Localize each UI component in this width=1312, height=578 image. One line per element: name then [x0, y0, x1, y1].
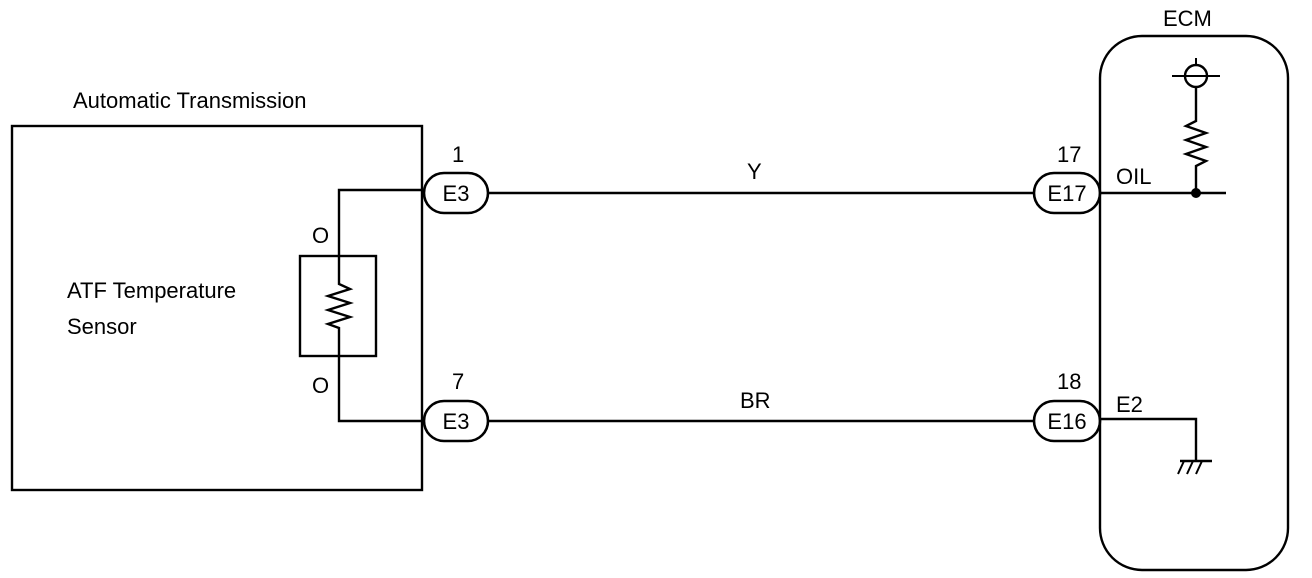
- sensor-label-line1: ATF Temperature: [67, 278, 236, 303]
- ground-icon: [1177, 459, 1212, 475]
- connector-e3-bottom-code: E3: [443, 409, 470, 434]
- sensor-wire-color-top: O: [312, 223, 329, 248]
- ecm-block: ECM OIL E2: [1098, 6, 1290, 572]
- connector-e16-code: E16: [1047, 409, 1086, 434]
- thermistor-resistor-symbol: [324, 256, 354, 356]
- pin-18-label: 18: [1057, 369, 1081, 394]
- sensor-lead-top: [337, 188, 428, 256]
- automatic-transmission-title: Automatic Transmission: [73, 88, 307, 113]
- pin-1-label: 1: [452, 142, 464, 167]
- circuit-top: Y E3 1 E17 17: [422, 142, 1102, 215]
- connector-e17: E17: [1032, 171, 1102, 215]
- connector-e16: E16: [1032, 399, 1102, 443]
- pullup-resistor-symbol: [1182, 88, 1210, 193]
- ecm-e2-line: [1100, 417, 1198, 460]
- connector-e17-code: E17: [1047, 181, 1086, 206]
- connector-e3-top: E3: [422, 171, 490, 215]
- sensor-wire-color-bottom: O: [312, 373, 329, 398]
- ecm-outline: [1098, 34, 1290, 572]
- atf-temperature-sensor: ATF Temperature Sensor O O: [67, 188, 428, 423]
- ecm-title: ECM: [1163, 6, 1212, 31]
- circuit-bottom: BR E3 7 E16 18: [422, 369, 1102, 443]
- wire-color-y: Y: [747, 159, 762, 184]
- ecm-terminal-e2: E2: [1116, 392, 1143, 417]
- automatic-transmission-outline: [10, 124, 424, 492]
- wire-color-br: BR: [740, 388, 771, 413]
- ecm-terminal-oil: OIL: [1116, 164, 1151, 189]
- pin-7-label: 7: [452, 369, 464, 394]
- connector-e3-top-code: E3: [443, 181, 470, 206]
- pin-17-label: 17: [1057, 142, 1081, 167]
- sensor-label-line2: Sensor: [67, 314, 137, 339]
- sensor-lead-bottom: [337, 356, 428, 423]
- automatic-transmission-block: Automatic Transmission: [10, 88, 424, 492]
- connector-e3-bottom: E3: [422, 399, 490, 443]
